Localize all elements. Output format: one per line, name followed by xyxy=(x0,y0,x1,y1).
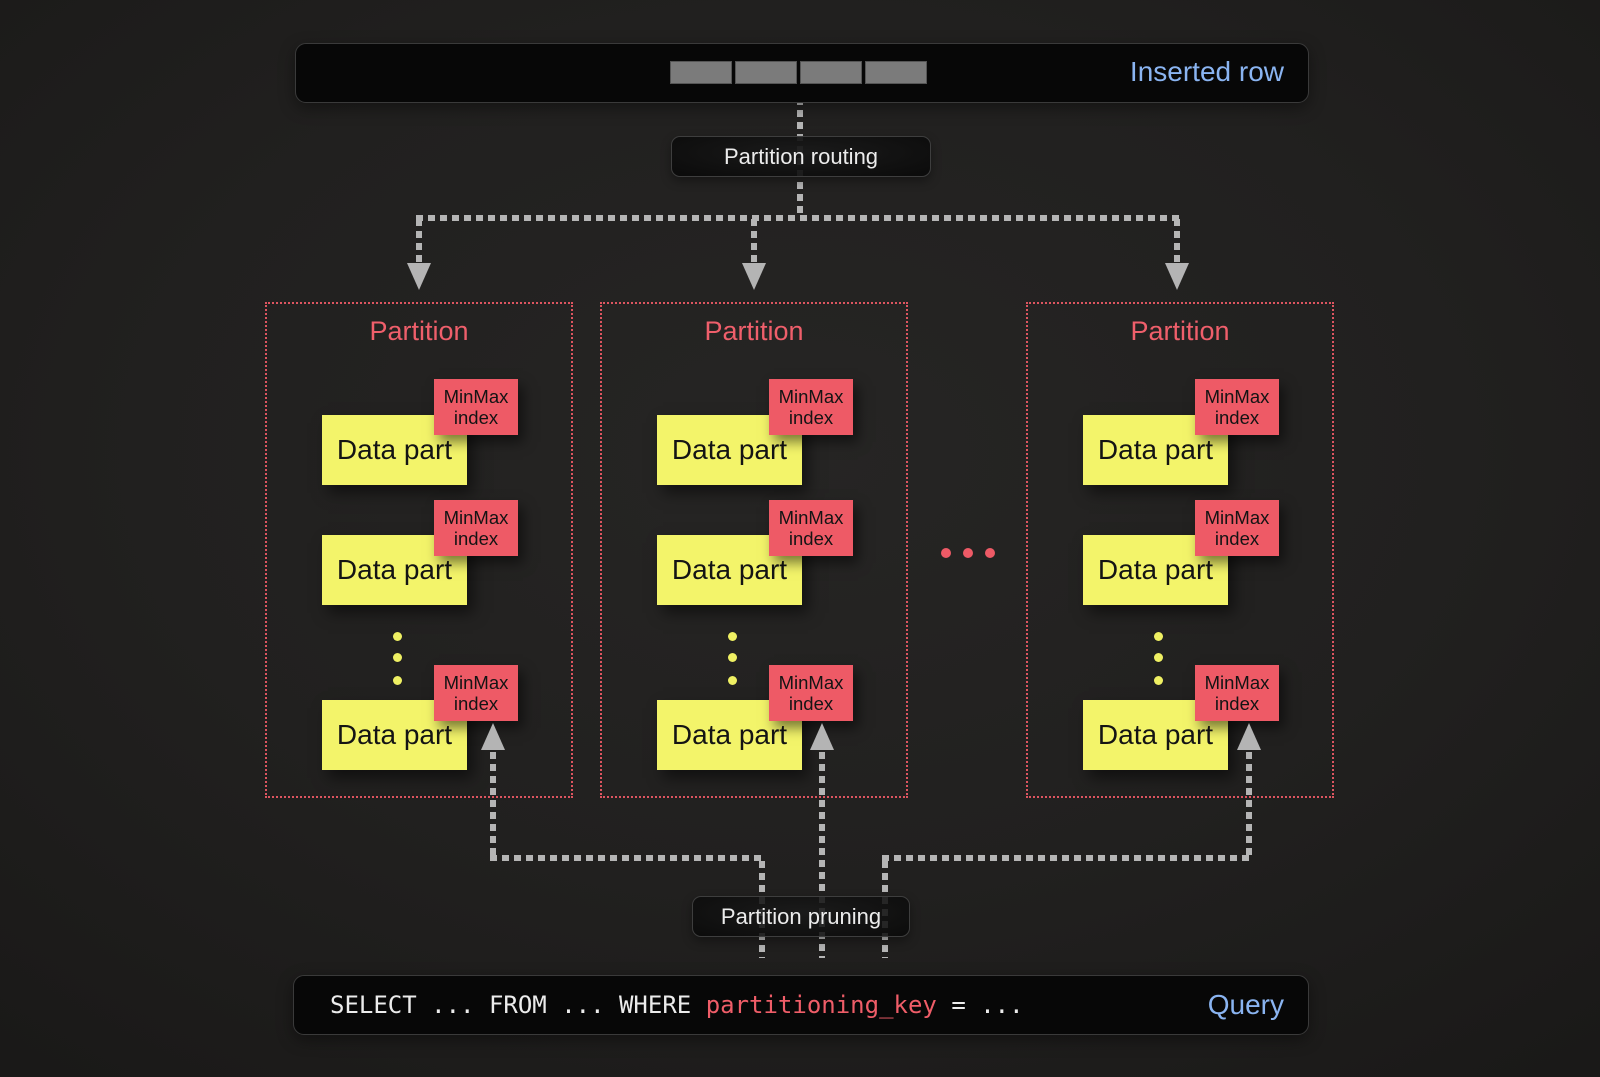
arrow-up-icon xyxy=(1237,723,1261,750)
dotted-line xyxy=(1246,752,1252,858)
ellipsis-dot xyxy=(728,653,737,662)
arrow-down-icon xyxy=(1165,263,1189,290)
minmax-index-tag: MinMax index xyxy=(1195,500,1279,556)
dotted-line xyxy=(819,752,825,958)
arrow-up-icon xyxy=(810,723,834,750)
partition-routing-text: Partition routing xyxy=(723,143,879,169)
minmax-index-tag: MinMax index xyxy=(1195,379,1279,435)
partition-title: Partition xyxy=(704,316,804,346)
ellipsis-dot xyxy=(1154,632,1163,641)
minmax-index-tag: MinMax index xyxy=(769,665,853,721)
minmax-index-tag: MinMax index xyxy=(434,665,518,721)
query-partitioning-key: partitioning_key xyxy=(705,991,937,1019)
ellipsis-dot xyxy=(1154,653,1163,662)
row-cell xyxy=(735,61,797,84)
arrow-down-icon xyxy=(407,263,431,290)
dotted-line xyxy=(1174,219,1180,264)
ellipsis-dot xyxy=(728,676,737,685)
ellipsis-dot xyxy=(393,676,402,685)
partition-box-1: Partition MinMax index Data part MinMax … xyxy=(265,302,573,798)
minmax-index-tag: MinMax index xyxy=(434,500,518,556)
ellipsis-dot xyxy=(393,632,402,641)
partition-routing-label: Partition routing xyxy=(671,136,931,177)
arrow-down-icon xyxy=(742,263,766,290)
ellipsis-dot xyxy=(393,653,402,662)
dotted-line xyxy=(490,752,496,858)
partition-pruning-label: Partition pruning xyxy=(692,896,910,937)
dotted-line xyxy=(490,855,765,861)
query-suffix: = ... xyxy=(936,991,1024,1019)
partition-ellipsis-dot xyxy=(941,548,951,558)
minmax-index-tag: MinMax index xyxy=(769,379,853,435)
partition-title: Partition xyxy=(369,316,469,346)
row-cell xyxy=(865,61,927,84)
inserted-row-label: Inserted row xyxy=(1129,56,1284,87)
row-cell xyxy=(670,61,732,84)
query-label: Query xyxy=(1207,989,1284,1020)
partition-ellipsis-dot xyxy=(985,548,995,558)
dotted-line xyxy=(751,219,757,264)
partition-ellipsis-dot xyxy=(963,548,973,558)
ellipsis-dot xyxy=(728,632,737,641)
query-sql-text: SELECT ... FROM ... WHERE partitioning_k… xyxy=(330,991,1024,1019)
dotted-line xyxy=(416,215,1180,221)
partition-title: Partition xyxy=(1130,316,1230,346)
minmax-index-tag: MinMax index xyxy=(1195,665,1279,721)
data-part-box: Data part xyxy=(1083,415,1228,485)
dotted-line xyxy=(882,855,1252,861)
inserted-row-cells xyxy=(670,61,927,84)
minmax-index-tag: MinMax index xyxy=(434,379,518,435)
partition-box-2: Partition MinMax index Data part MinMax … xyxy=(600,302,908,798)
row-cell xyxy=(800,61,862,84)
query-box: SELECT ... FROM ... WHERE partitioning_k… xyxy=(293,975,1309,1035)
minmax-index-tag: MinMax index xyxy=(769,500,853,556)
data-part-box: Data part xyxy=(322,700,467,770)
arrow-up-icon xyxy=(481,723,505,750)
query-select-clause: SELECT ... FROM ... WHERE xyxy=(330,991,706,1019)
dotted-line xyxy=(416,219,422,264)
inserted-row-box: Inserted row xyxy=(295,43,1309,103)
ellipsis-dot xyxy=(1154,676,1163,685)
partition-box-3: Partition MinMax index Data part MinMax … xyxy=(1026,302,1334,798)
partition-pruning-text: Partition pruning xyxy=(720,903,882,929)
